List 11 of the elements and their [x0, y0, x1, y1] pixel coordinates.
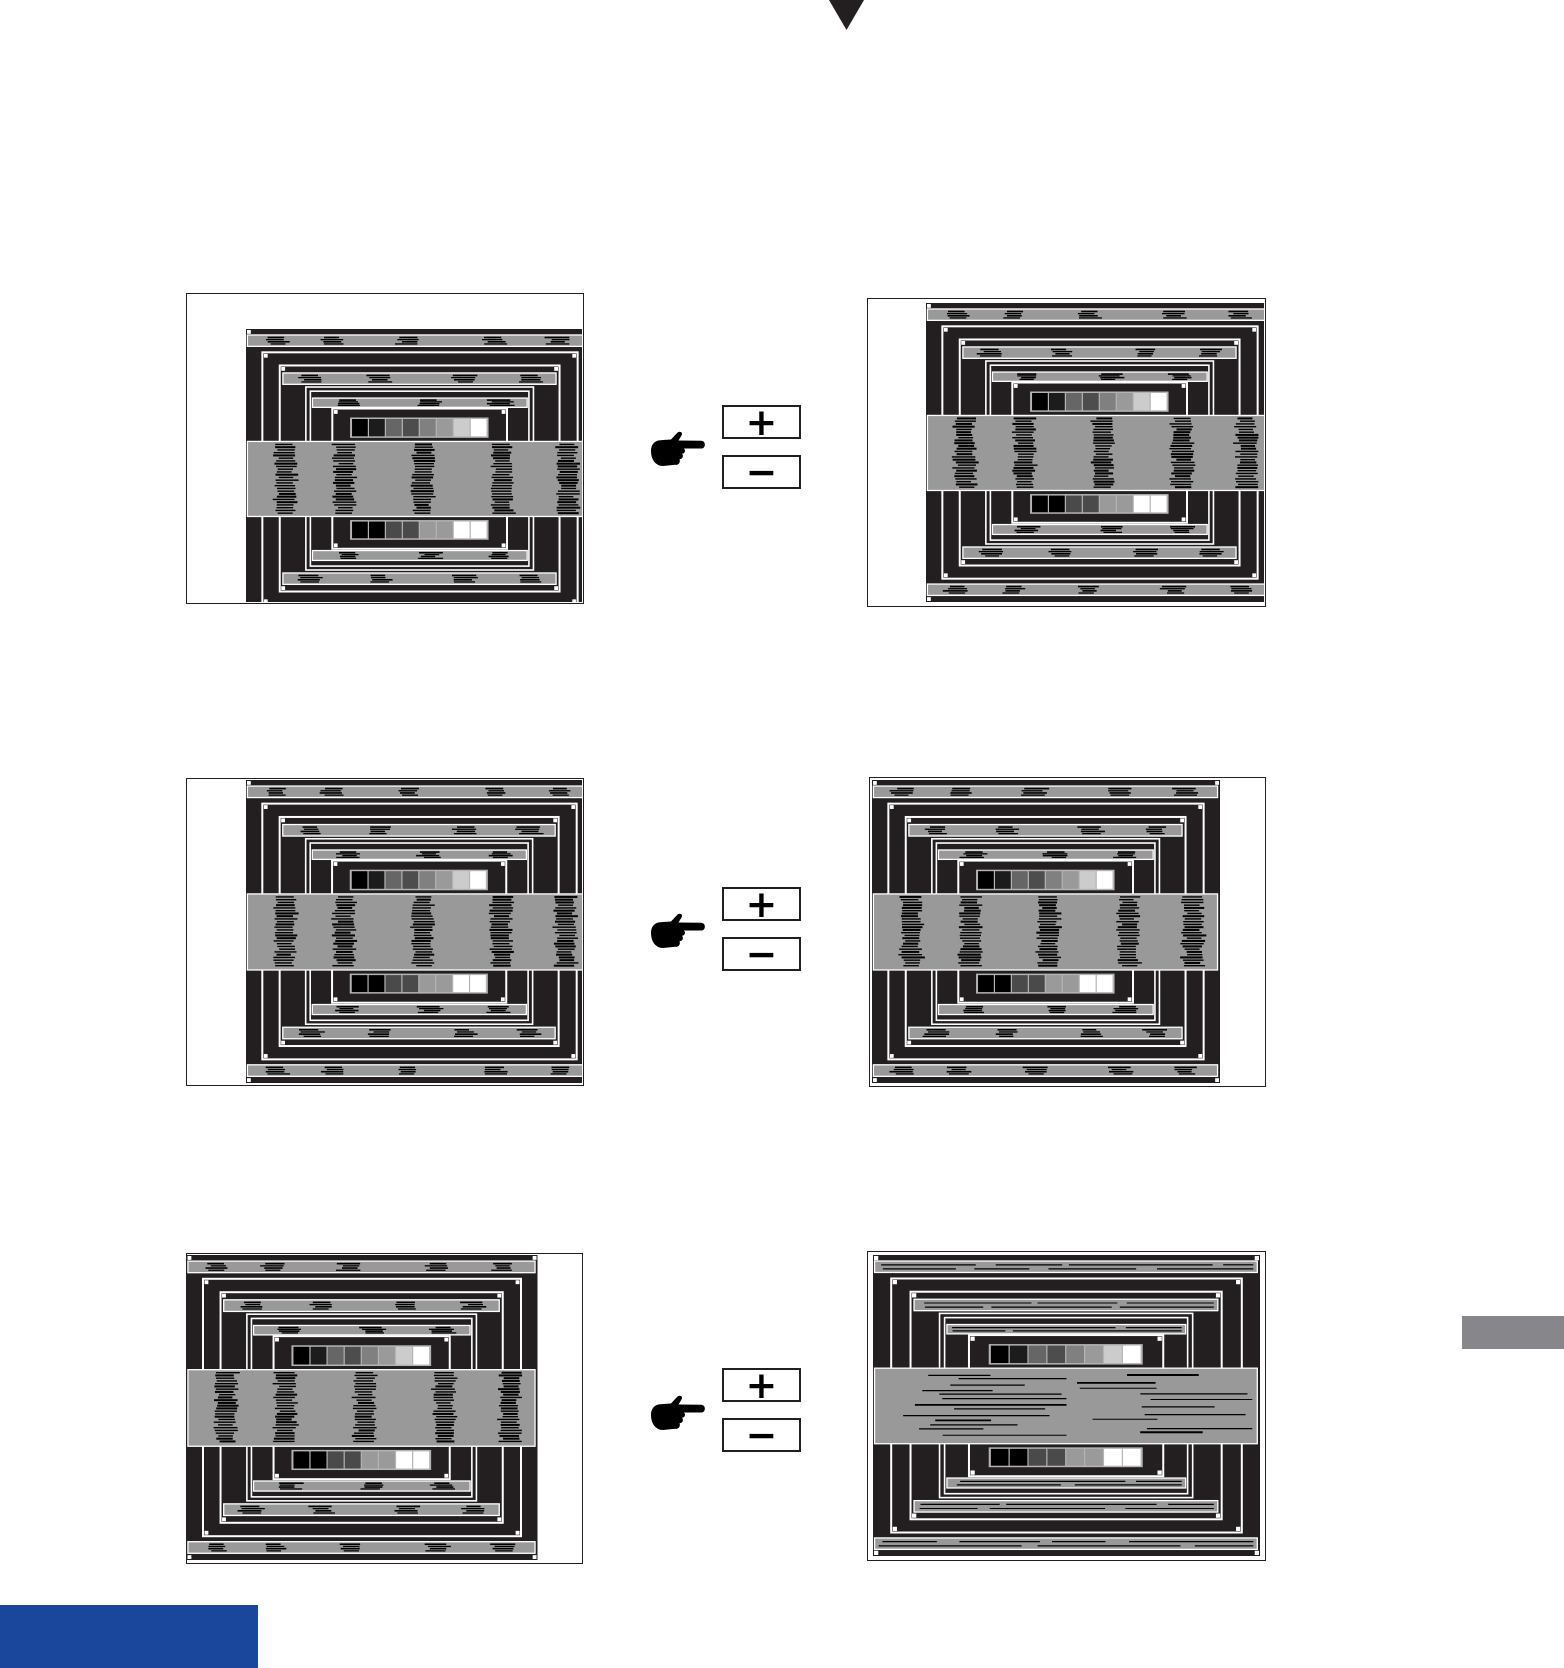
monitor-screen-frame: [186, 293, 584, 604]
plus-button: +: [722, 887, 801, 921]
monitor-screen-frame: [867, 298, 1266, 607]
plus-button: +: [722, 405, 801, 439]
plus-button: +: [722, 1368, 801, 1402]
monitor-screen-frame: [186, 778, 584, 1086]
minus-button: −: [722, 1418, 801, 1452]
minus-button: −: [722, 455, 801, 489]
footer-bar: [0, 1605, 258, 1668]
minus-button: −: [722, 937, 801, 971]
section-tab: [1462, 1316, 1564, 1349]
